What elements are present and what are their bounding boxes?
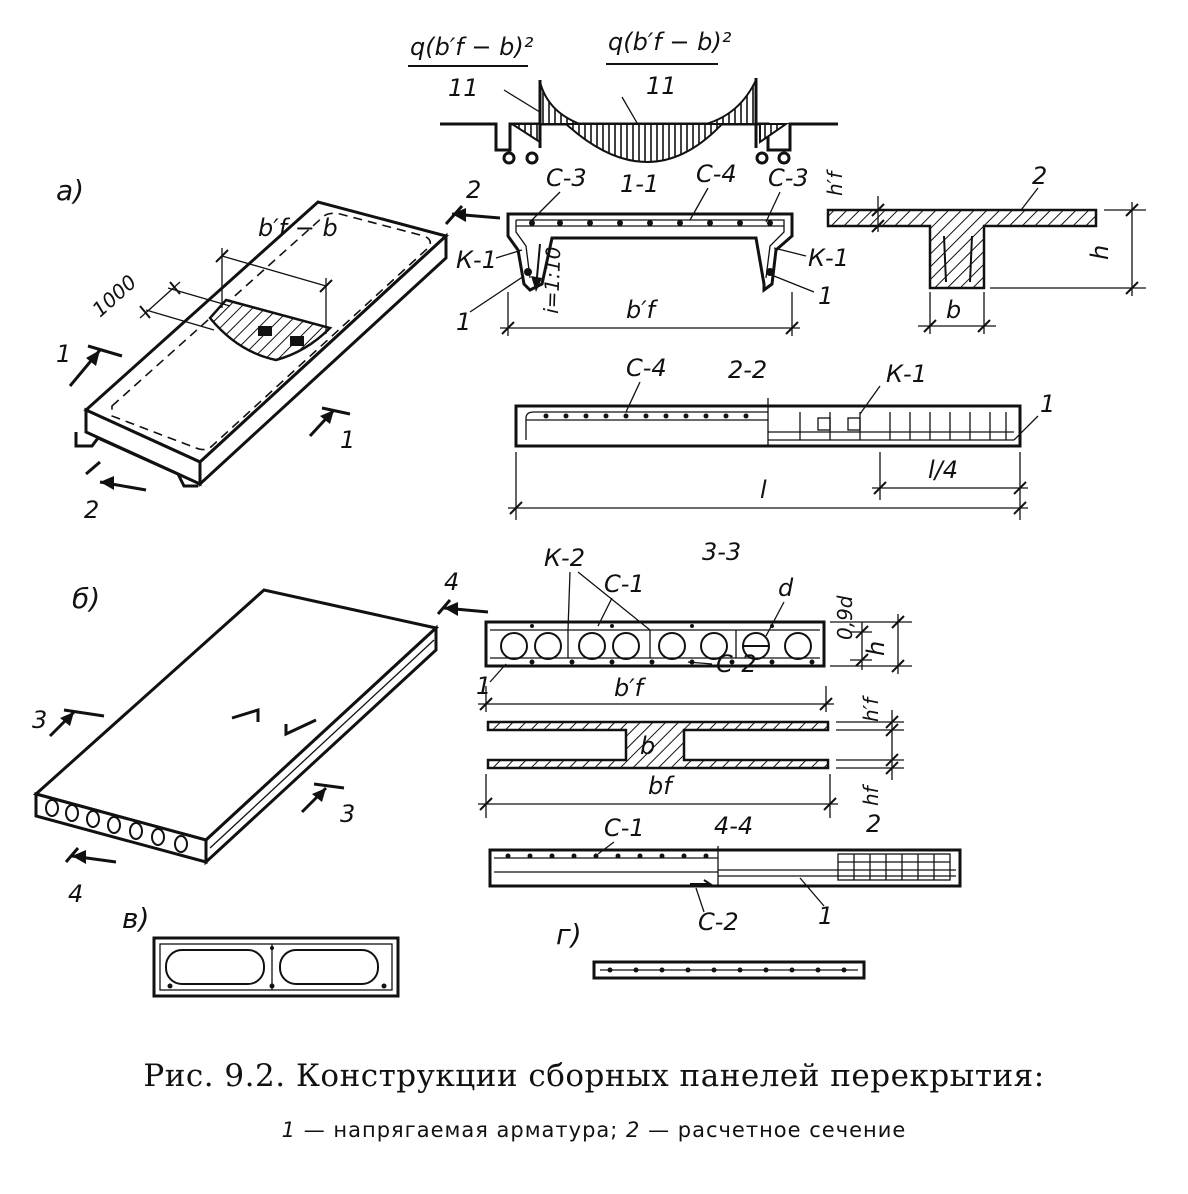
dim-bf-minus-b: b′f − b [258,214,338,242]
label-c1-3-3: С-1 [604,570,645,598]
section-1-right-label: 1 [340,426,355,454]
formula-left-denominator: 11 [448,74,479,102]
ribbed-panel-perspective: а) b′f − b 1000 1 1 [56,174,501,524]
mesh-4-4 [837,853,951,881]
label-k1-2-2: К-1 [886,360,927,388]
label-c2-3-3: С-2 [716,650,757,678]
legend-num-2: 2 [626,1118,641,1142]
label-k1-left: К-1 [456,246,497,274]
section-3-3: 3-3 К-2 С-1 d [476,538,912,702]
calc-t-section: 2 h′f h b [823,162,1146,334]
dim-b-i: b [640,732,655,760]
formula-right-numerator: q(b′f − b)² [608,28,732,56]
figure-caption: Рис. 9.2. Конструкции сборных панелей пе… [143,1058,1045,1094]
calc-i-section: b bf h′f hf 2 [478,686,904,838]
label-k2: К-2 [544,544,585,572]
label-bar-1-2-2: 1 [1040,390,1055,418]
label-bar-1-4-4: 1 [818,902,833,930]
slope-label: i=1:10 [539,246,565,314]
moment-diagram: q(b′f − b)² 11 q(b′f − b)² 11 [408,28,838,165]
dim-hf-top-i: h′f [859,695,883,722]
label-c3-right: С-3 [768,164,809,192]
panel-g-label: г) [556,918,582,951]
dim-l: l [760,476,767,504]
panel-g-section: г) [556,918,866,980]
hollow-cores-3-3 [500,632,812,660]
dim-1000: 1000 [87,270,141,322]
panel-b-label: б) [72,582,100,615]
calc-section-label-2: 2 [1032,162,1047,190]
rebar-dots-4-4 [505,853,709,859]
section-3-left-label: 3 [32,706,47,734]
section-2-top-label: 2 [466,176,481,204]
label-bar-1-left: 1 [456,308,471,336]
label-c1-4-4: С-1 [604,814,645,842]
label-c4-top: С-4 [696,160,737,188]
calc-section-hollow-label-2: 2 [866,810,881,838]
label-c3-left: С-3 [546,164,587,192]
section-2-2-title: 2-2 [728,356,767,384]
label-bar-1-right: 1 [818,282,833,310]
panel-a-label: а) [56,174,84,207]
section-1-left-label: 1 [56,340,71,368]
rebar-dots-1-1 [524,220,774,276]
formula-left-numerator: q(b′f − b)² [410,33,534,61]
panel-v-section: в) [122,902,400,998]
section-4-4: 4-4 С-1 С-2 1 [488,812,962,936]
section-1-1-title: 1-1 [620,170,659,198]
section-4-bottom-label: 4 [68,880,83,908]
dim-h-3-3: h [862,641,890,656]
dim-hf-prime: h′f [823,169,847,196]
dim-bf-i: bf [648,772,675,800]
section-1-1: 1-1 С-3 С-4 С-3 i=1:10 К-1 К-1 1 1 [456,160,849,336]
hollow-cores-front [45,799,188,853]
dim-09d: 0,9d [833,595,857,640]
section-4-4-title: 4-4 [714,812,753,840]
section-3-right-label: 3 [340,800,355,828]
label-c4-2-2: С-4 [626,354,667,382]
legend-text-2: — расчетное сечение [640,1118,907,1142]
dim-bf-1-1: b′f [626,296,659,324]
figure-legend: 1 — напрягаемая арматура; 2 — расчетное … [0,1118,1188,1142]
rebar-dots-g [607,967,847,973]
panel-v-label: в) [122,902,149,935]
section-4-top-label: 4 [444,568,459,596]
dim-h-t: h [1086,245,1114,260]
rebar-dots-2-2 [543,413,749,419]
hollow-panel-perspective: б) 3 3 4 4 [32,568,489,908]
section-2-bottom-label: 2 [84,496,99,524]
stirrups-2-2 [799,412,1007,440]
section-3-3-title: 3-3 [702,538,741,566]
dim-bf-3-3: b′f [614,674,647,702]
legend-num-1: 1 [281,1118,297,1142]
label-d: d [778,574,794,602]
formula-right-denominator: 11 [646,72,677,100]
section-2-2: 2-2 С-4 К-1 1 [508,354,1055,520]
dim-l-quarter: l/4 [928,456,958,484]
dim-b-t: b [946,296,961,324]
label-bar-1-3-3: 1 [476,672,491,700]
label-c2-4-4: С-2 [698,908,739,936]
label-k1-right: К-1 [808,244,849,272]
dim-hf-bottom-i: hf [859,783,883,806]
legend-text-1: — напрягаемая арматура; [296,1118,627,1142]
